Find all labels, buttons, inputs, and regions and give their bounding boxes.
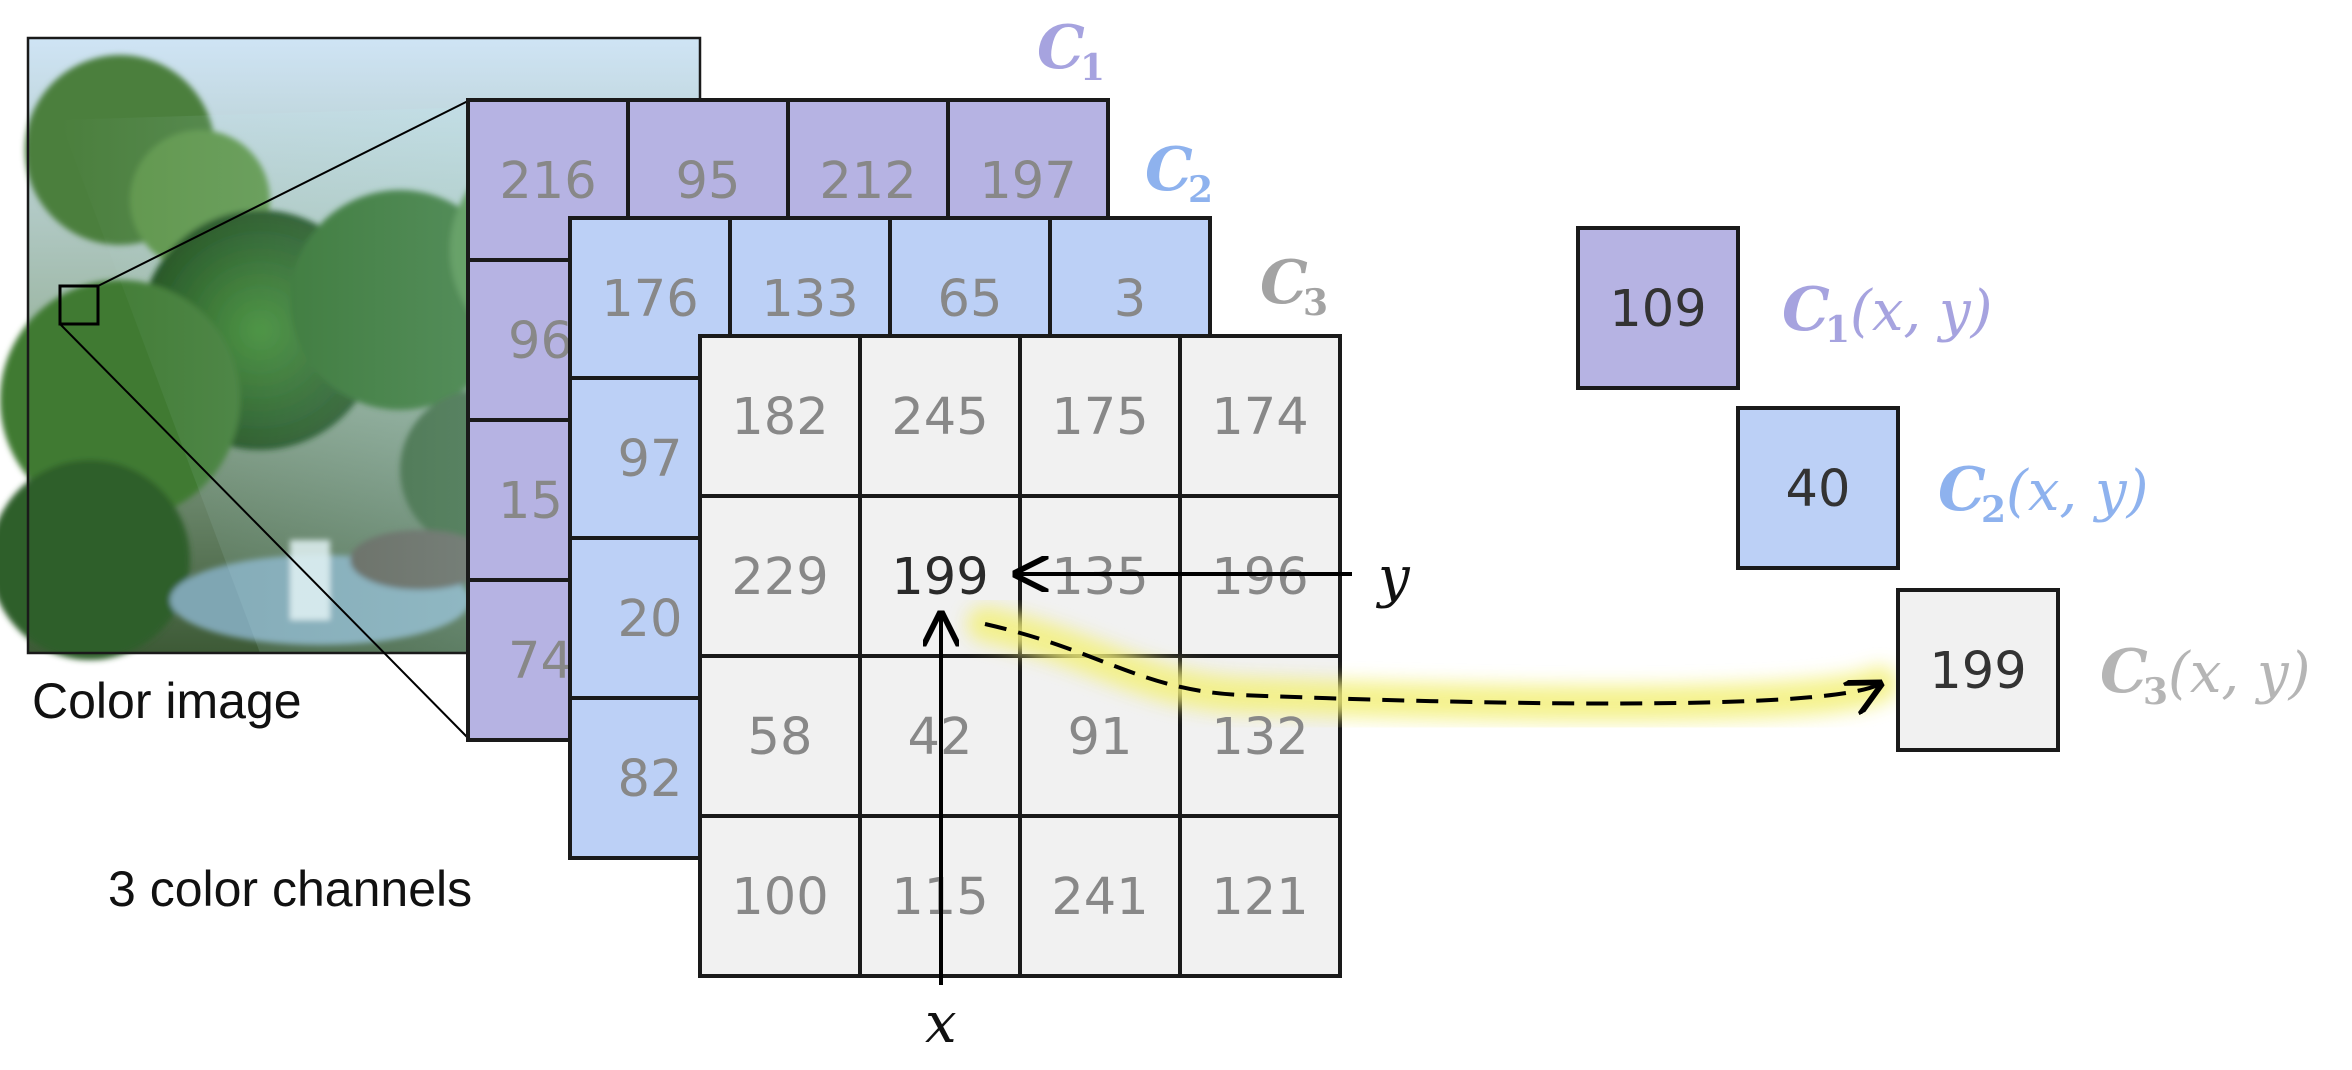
svg-text:(x, y): (x, y): [2006, 459, 2149, 524]
c1-cell: 212: [819, 152, 916, 211]
svg-text:2: 2: [1981, 489, 2006, 531]
channels-caption: 3 color channels: [108, 861, 472, 917]
svg-text:C: C: [2100, 637, 2148, 707]
pixel-value-c3: 199 C 3 (x, y): [1896, 588, 2311, 752]
x-axis-label: x: [925, 991, 957, 1056]
color-image-caption: Color image: [32, 673, 302, 729]
c3-cell-selected: 199: [891, 548, 988, 607]
pixel-value-c1: 109 C 1 (x, y): [1576, 226, 1993, 390]
svg-text:40: 40: [1786, 460, 1851, 519]
svg-text:(x, y): (x, y): [2168, 641, 2311, 706]
c2-cell: 82: [618, 750, 683, 809]
channel-label-c3: C 3: [1260, 248, 1328, 324]
c2-cell: 133: [761, 270, 858, 329]
svg-text:C: C: [1145, 135, 1193, 205]
channel-label-c2: C 2: [1145, 135, 1213, 211]
c3-cell: 241: [1051, 868, 1148, 927]
c1-cell: 96: [508, 312, 573, 371]
c1-cell: 15: [498, 472, 563, 531]
c2-cell: 176: [601, 270, 698, 329]
c1-cell: 95: [676, 152, 741, 211]
c2-cell: 3: [1114, 270, 1146, 329]
svg-text:2: 2: [1188, 169, 1213, 211]
c3-cell: 132: [1211, 708, 1308, 767]
c3-cell: 175: [1051, 388, 1148, 447]
c3-cell: 196: [1211, 548, 1308, 607]
c1-cell: 216: [499, 152, 596, 211]
c2-cell: 97: [618, 430, 683, 489]
c3-cell: 58: [748, 708, 813, 767]
c1-cell: 74: [508, 632, 573, 691]
c2-cell: 65: [938, 270, 1003, 329]
svg-text:C: C: [1782, 275, 1830, 345]
channel-label-c1: C 1: [1037, 13, 1105, 89]
y-axis-label: y: [1375, 545, 1411, 610]
svg-text:3: 3: [1303, 282, 1328, 324]
zoom-region: [58, 99, 471, 739]
svg-text:1: 1: [1825, 309, 1850, 351]
c3-cell: 174: [1211, 388, 1308, 447]
pixel-value-c2: 40 C 2 (x, y): [1736, 406, 2149, 570]
c2-cell: 20: [618, 590, 683, 649]
c3-cell: 135: [1051, 548, 1148, 607]
c3-cell: 100: [731, 868, 828, 927]
channel-c3-grid: 182 245 175 174 229 199 135 196 58 42 91…: [698, 334, 1898, 1005]
svg-text:109: 109: [1609, 280, 1706, 339]
svg-text:3: 3: [2143, 671, 2168, 713]
c3-cell: 229: [731, 548, 828, 607]
svg-text:C: C: [1260, 248, 1308, 318]
c3-cell: 121: [1211, 868, 1308, 927]
mapping-arrow: [984, 622, 1880, 704]
c3-cell: 91: [1068, 708, 1133, 767]
c1-cell: 197: [979, 152, 1076, 211]
svg-text:C: C: [1938, 455, 1986, 525]
svg-text:199: 199: [1929, 642, 2026, 701]
svg-text:(x, y): (x, y): [1850, 279, 1993, 344]
c3-cell: 245: [891, 388, 988, 447]
svg-text:C: C: [1037, 13, 1085, 83]
c3-cell: 182: [731, 388, 828, 447]
svg-text:1: 1: [1080, 47, 1105, 89]
